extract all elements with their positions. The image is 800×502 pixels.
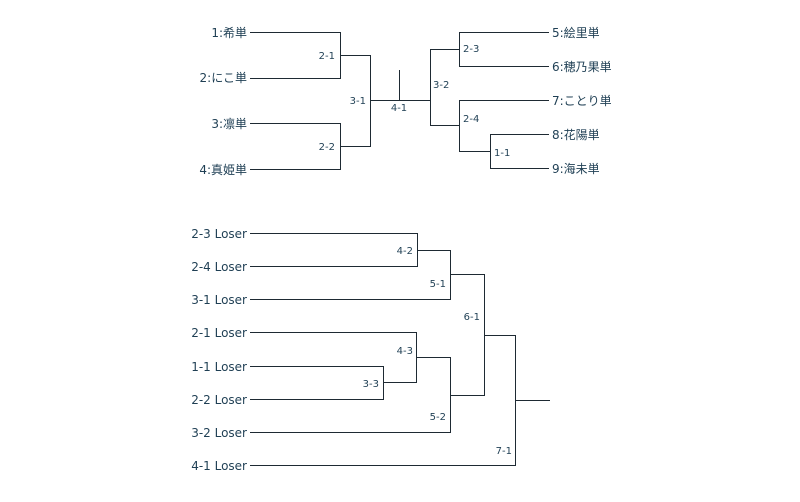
match-label-7-1: 7-1	[496, 446, 512, 457]
loser-entry-3-2: 3-2 Loser	[191, 426, 247, 440]
line-2-4	[459, 100, 549, 152]
line-5-2	[250, 357, 451, 433]
entry-3: 3:凛単	[211, 116, 247, 131]
match-label-3-3: 3-3	[363, 379, 379, 390]
match-label-3-2: 3-2	[433, 80, 449, 91]
line-6-1	[450, 274, 485, 396]
loser-entry-4-1: 4-1 Loser	[191, 459, 247, 473]
match-label-2-2: 2-2	[319, 142, 335, 153]
match-label-1-1: 1-1	[494, 148, 510, 159]
match-label-2-1: 2-1	[319, 51, 335, 62]
entry-7: 7:ことり単	[552, 94, 612, 108]
match-label-4-2: 4-2	[397, 246, 413, 257]
loser-entry-1-1: 1-1 Loser	[191, 360, 247, 374]
loser-bracket: 2-3 Loser 2-4 Loser 3-1 Loser 2-1 Loser …	[191, 227, 550, 473]
loser-entry-2-4: 2-4 Loser	[191, 260, 247, 274]
entry-1: 1:希単	[211, 25, 247, 40]
top-bracket: 1:希単 2:にこ単 3:凛単 4:真姫単 5:絵里単 6:穂乃果単 7:ことり…	[199, 25, 611, 177]
line-4-3	[250, 332, 417, 383]
match-label-3-1: 3-1	[350, 96, 366, 107]
match-label-5-1: 5-1	[430, 279, 446, 290]
match-label-2-3: 2-3	[463, 44, 479, 55]
entry-9: 9:海未単	[552, 161, 600, 176]
loser-entry-2-3: 2-3 Loser	[191, 227, 247, 241]
entry-5: 5:絵里単	[552, 25, 600, 40]
loser-entry-3-1: 3-1 Loser	[191, 293, 247, 307]
entry-4: 4:真姫単	[199, 163, 247, 177]
line-5-1	[250, 250, 451, 300]
line-4-2	[250, 233, 418, 267]
match-label-2-4: 2-4	[463, 114, 479, 125]
line-3-2	[430, 49, 460, 126]
line-7-1	[250, 335, 516, 466]
loser-entry-2-2: 2-2 Loser	[191, 393, 247, 407]
entry-8: 8:花陽単	[552, 127, 600, 142]
entry-2: 2:にこ単	[200, 71, 247, 85]
match-label-4-3: 4-3	[397, 346, 413, 357]
entry-6: 6:穂乃果単	[552, 60, 612, 74]
loser-entry-2-1: 2-1 Loser	[191, 326, 247, 340]
match-label-5-2: 5-2	[430, 412, 446, 423]
match-label-4-1: 4-1	[391, 103, 407, 114]
match-label-6-1: 6-1	[464, 312, 480, 323]
